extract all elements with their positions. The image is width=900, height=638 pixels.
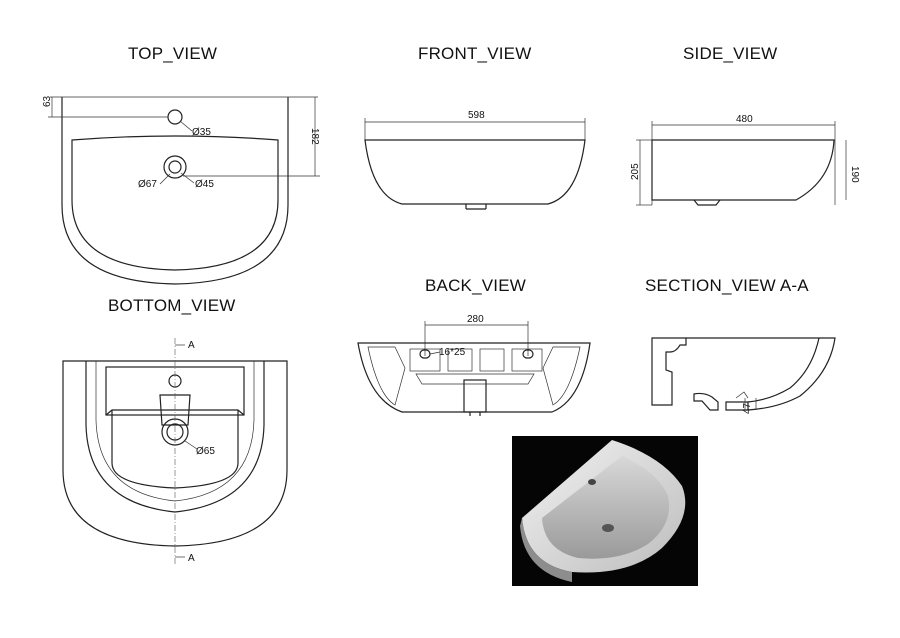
front-view-drawing — [364, 118, 586, 210]
dim-16x25: 16*25 — [439, 347, 466, 358]
dim-d65: Ø65 — [196, 446, 215, 457]
basin-photo-image — [520, 440, 686, 582]
drain-inner-icon — [168, 160, 182, 174]
dim-280: 280 — [467, 314, 484, 325]
dim-205: 205 — [630, 163, 641, 180]
side-view-title: SIDE_VIEW — [683, 44, 778, 63]
drain-outer-icon — [163, 155, 187, 179]
section-mark-top: A — [188, 340, 195, 351]
bottom-view-title: BOTTOM_VIEW — [108, 296, 236, 315]
back-view-drawing — [357, 321, 591, 416]
back-hole-right-icon — [522, 349, 534, 359]
section-view-drawing — [651, 337, 836, 411]
section-mark-bottom: A — [188, 553, 195, 564]
side-view-drawing — [636, 121, 847, 206]
dim-d67: Ø67 — [138, 179, 157, 190]
top-view-drawing — [48, 96, 320, 285]
dim-182: 182 — [309, 128, 320, 145]
dim-190: 190 — [849, 166, 860, 183]
dim-480: 480 — [736, 114, 753, 125]
dim-47: 47 — [742, 402, 753, 414]
back-view-title: BACK_VIEW — [425, 276, 526, 295]
dim-d35: Ø35 — [192, 127, 211, 138]
tap-hole-icon — [167, 109, 183, 125]
section-view-title: SECTION_VIEW A-A — [645, 276, 809, 295]
dim-d45: Ø45 — [195, 179, 214, 190]
product-photo — [512, 436, 698, 586]
front-view-title: FRONT_VIEW — [418, 44, 532, 63]
top-view-title: TOP_VIEW — [128, 44, 218, 63]
dim-63: 63 — [42, 95, 53, 107]
bottom-view-drawing — [62, 338, 288, 565]
dim-598: 598 — [468, 110, 485, 121]
